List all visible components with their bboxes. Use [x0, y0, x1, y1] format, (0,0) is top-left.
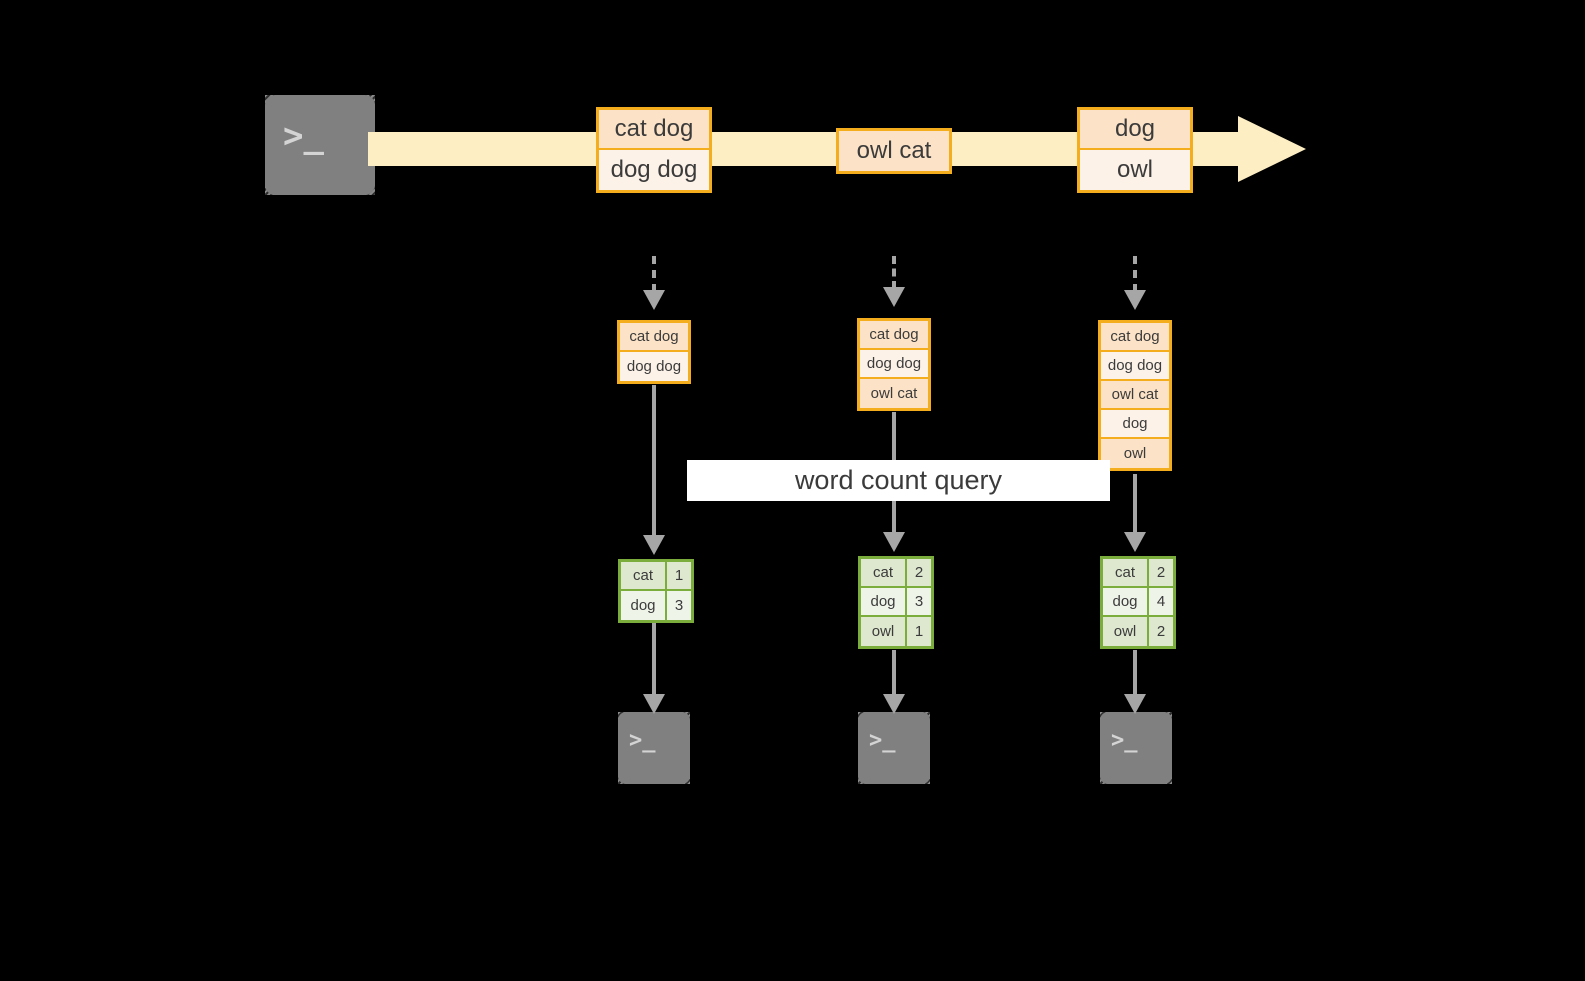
terminal-screen: >_ — [858, 712, 930, 784]
result-count: 4 — [1149, 588, 1173, 615]
query-label-banner: word count query — [687, 460, 1110, 501]
query-connector-3 — [1133, 474, 1137, 542]
stream-record-line: dog — [1080, 110, 1190, 150]
terminal-prompt-glyph: >_ — [283, 116, 324, 156]
accumulated-records-3: cat dog dog dog owl cat dog owl — [1098, 320, 1172, 471]
result-word: dog — [861, 588, 907, 615]
accumulated-record-line: cat dog — [1101, 323, 1169, 352]
stream-batch-2: owl cat — [836, 128, 952, 174]
result-word: owl — [861, 617, 907, 646]
stream-record-line: cat dog — [599, 110, 709, 150]
terminal-screen: >_ — [265, 95, 375, 195]
terminal-icon-source: >_ — [265, 95, 375, 195]
table-row: owl 2 — [1103, 617, 1173, 646]
terminal-icon-sink-1: >_ — [618, 712, 690, 784]
stream-record-line: owl — [1080, 150, 1190, 190]
result-word: owl — [1103, 617, 1149, 646]
accumulated-records-2: cat dog dog dog owl cat — [857, 318, 931, 411]
terminal-prompt-glyph: >_ — [869, 728, 896, 753]
sink-connector-3 — [1133, 650, 1137, 700]
table-row: cat 1 — [621, 562, 691, 591]
arrowhead-icon — [1124, 290, 1146, 310]
result-count: 2 — [1149, 559, 1173, 586]
sink-connector-2 — [892, 650, 896, 700]
accumulated-record-line: dog dog — [860, 350, 928, 379]
result-count: 1 — [907, 617, 931, 646]
arrowhead-icon — [643, 290, 665, 310]
query-connector-1 — [652, 385, 656, 545]
sink-connector-1 — [652, 622, 656, 700]
accumulated-record-line: dog — [1101, 410, 1169, 439]
accumulated-record-line: dog dog — [620, 352, 688, 381]
stream-batch-3: dog owl — [1077, 107, 1193, 193]
terminal-screen: >_ — [618, 712, 690, 784]
table-row: dog 3 — [861, 588, 931, 617]
result-count: 3 — [667, 591, 691, 620]
arrowhead-icon — [1124, 694, 1146, 714]
result-word: dog — [621, 591, 667, 620]
table-row: cat 2 — [1103, 559, 1173, 588]
accumulated-record-line: cat dog — [620, 323, 688, 352]
stream-tap-connector-1 — [652, 256, 656, 292]
arrowhead-icon — [883, 694, 905, 714]
arrowhead-icon — [643, 535, 665, 555]
result-table-2: cat 2 dog 3 owl 1 — [858, 556, 934, 649]
result-table-3: cat 2 dog 4 owl 2 — [1100, 556, 1176, 649]
stream-record-line: owl cat — [839, 131, 949, 171]
stream-batch-1: cat dog dog dog — [596, 107, 712, 193]
result-word: cat — [1103, 559, 1149, 586]
result-count: 2 — [907, 559, 931, 586]
terminal-prompt-glyph: >_ — [629, 728, 656, 753]
table-row: cat 2 — [861, 559, 931, 588]
stream-tap-connector-2 — [892, 256, 896, 289]
result-word: dog — [1103, 588, 1149, 615]
accumulated-record-line: owl cat — [1101, 381, 1169, 410]
accumulated-record-line: cat dog — [860, 321, 928, 350]
result-count: 3 — [907, 588, 931, 615]
stream-tap-connector-3 — [1133, 256, 1137, 292]
arrowhead-icon — [883, 287, 905, 307]
result-table-1: cat 1 dog 3 — [618, 559, 694, 623]
terminal-icon-sink-3: >_ — [1100, 712, 1172, 784]
right-arrow-icon-stream — [1238, 116, 1306, 182]
result-word: cat — [621, 562, 667, 589]
arrowhead-icon — [643, 694, 665, 714]
terminal-icon-sink-2: >_ — [858, 712, 930, 784]
arrowhead-icon — [1124, 532, 1146, 552]
table-row: dog 3 — [621, 591, 691, 620]
stream-record-line: dog dog — [599, 150, 709, 190]
terminal-screen: >_ — [1100, 712, 1172, 784]
table-row: owl 1 — [861, 617, 931, 646]
accumulated-record-line: dog dog — [1101, 352, 1169, 381]
query-label: word count query — [794, 465, 1003, 495]
terminal-prompt-glyph: >_ — [1111, 728, 1138, 753]
result-word: cat — [861, 559, 907, 586]
accumulated-record-line: owl cat — [860, 379, 928, 408]
arrowhead-icon — [883, 532, 905, 552]
result-count: 2 — [1149, 617, 1173, 646]
accumulated-records-1: cat dog dog dog — [617, 320, 691, 384]
result-count: 1 — [667, 562, 691, 589]
accumulated-record-line: owl — [1101, 439, 1169, 468]
table-row: dog 4 — [1103, 588, 1173, 617]
